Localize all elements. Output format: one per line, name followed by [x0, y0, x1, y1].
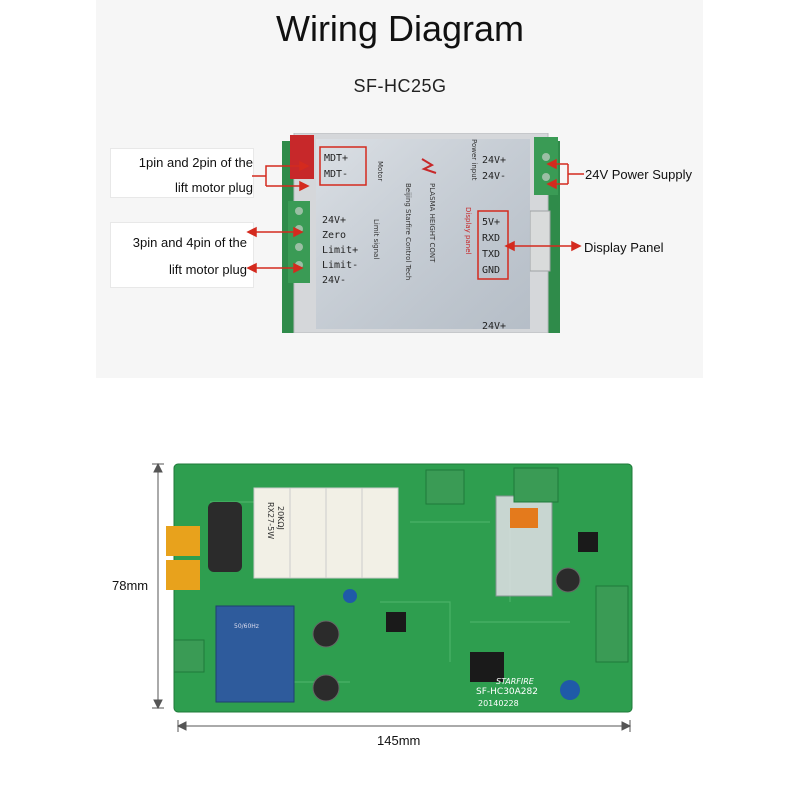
dimension-height-label: 78mm: [112, 578, 149, 593]
resistor-value-label: 20KΩJ: [276, 506, 285, 530]
pcb-brand-label: STARFIRE: [496, 677, 535, 686]
orange-terminal-1: [166, 526, 200, 556]
callout-24v-power-supply: 24V Power Supply: [585, 167, 692, 182]
label-mdt-plus: MDT+: [324, 153, 348, 164]
capacitor-2: [312, 674, 340, 702]
label-5v-plus: 5V+: [482, 217, 500, 228]
label-24v-plus-left: 24V+: [322, 215, 346, 226]
ic-chip: [470, 652, 504, 682]
pcb-date-label: 20140228: [478, 699, 519, 708]
callout-box-motor-2: [110, 222, 254, 288]
model-subtitle: SF-HC25G: [353, 76, 447, 96]
label-rxd: RXD: [482, 233, 500, 244]
controller-board-top-view: MDT+ MDT- 24V+ Zero Limit+ Limit- 24V- 2…: [282, 133, 560, 333]
label-txd: TXD: [482, 249, 500, 260]
label-zero: Zero: [322, 230, 346, 241]
power-resistors: [253, 487, 399, 579]
label-24v-minus-left: 24V-: [322, 275, 346, 286]
transformer-label: 50/60Hz: [234, 623, 259, 630]
label-beijing: Beijing Starfire Control Tech: [404, 183, 412, 280]
label-display-panel-small: Display panel: [464, 207, 472, 255]
callout-arrows: [246, 158, 584, 274]
callout-motor-pins-3-4: 3pin and 4pin of the lift motor plug: [113, 229, 247, 283]
callout-motor-1-line2: lift motor plug: [174, 180, 253, 195]
label-mdt-minus: MDT-: [324, 169, 348, 180]
capacitor-1: [312, 620, 340, 648]
right-terminal: [595, 585, 629, 663]
small-chip-1: [386, 612, 406, 632]
callout-motor-2-line2: lift motor plug: [168, 262, 247, 277]
label-24v-minus-right: 24V-: [482, 171, 506, 182]
label-motor: Motor: [376, 161, 384, 181]
blue-transformer: [215, 605, 295, 703]
left-bottom-terminal: [173, 639, 205, 673]
label-limit-signal: Limit signal: [372, 219, 380, 259]
callout-motor-pins-1-2: 1pin and 2pin of the lift motor plug: [113, 150, 253, 200]
left-green-terminal: [288, 201, 310, 283]
capacitor-3: [555, 567, 581, 593]
controller-board-bottom-photo: RX27-5W 20KΩJ 50/60Hz SF-HC30A282 201402…: [166, 463, 633, 713]
callout-motor-1-line1: 1pin and 2pin of the: [138, 155, 253, 170]
dimension-width-label: 145mm: [377, 733, 421, 748]
callout-display-panel: Display Panel: [584, 240, 664, 255]
label-limit-plus: Limit+: [322, 245, 358, 256]
blue-potentiometer: [343, 589, 357, 603]
top-terminal-j4: [513, 467, 559, 503]
label-limit-minus: Limit-: [322, 260, 358, 271]
red-terminal-block: [290, 135, 314, 179]
label-plasma: PLASMA HEIGHT CONT: [428, 183, 436, 263]
blue-trimpot: [560, 680, 580, 700]
top-terminal-j3: [425, 469, 465, 505]
mosfet-chip: [578, 532, 598, 552]
label-gnd: GND: [482, 265, 500, 276]
page-title: Wiring Diagram: [275, 8, 525, 49]
dimension-lines: [152, 462, 632, 732]
label-24v-plus-right-bottom: 24V+: [482, 321, 506, 332]
pcb-model-label: SF-HC30A282: [476, 687, 538, 697]
starfire-logo-icon: [421, 158, 437, 174]
inductor-coil: [208, 502, 242, 572]
label-24v-plus-right: 24V+: [482, 155, 506, 166]
callout-motor-2-line1: 3pin and 4pin of the: [132, 235, 247, 250]
orange-terminal-2: [166, 560, 200, 590]
label-power-input: Power input: [470, 139, 478, 181]
resistor-label: RX27-5W: [266, 502, 275, 539]
relay-contacts: [510, 508, 538, 528]
callout-box-motor-1: [110, 148, 254, 198]
